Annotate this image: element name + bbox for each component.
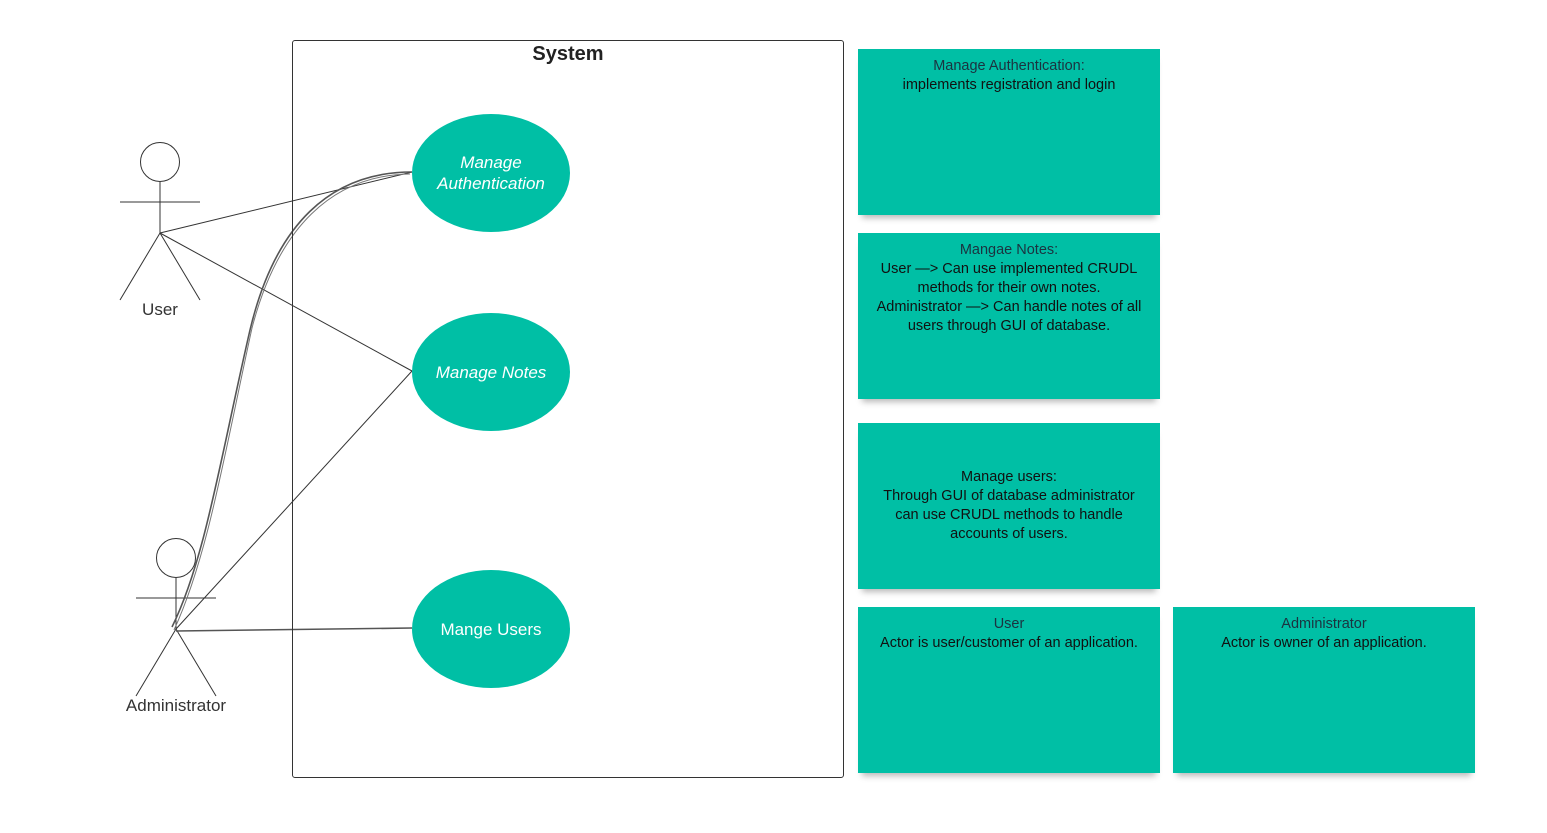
- use-case-manage-notes[interactable]: Manage Notes: [412, 313, 570, 431]
- note-title: Administrator: [1281, 616, 1367, 632]
- note-user-actor[interactable]: User Actor is user/customer of an applic…: [858, 607, 1160, 773]
- actor-label-administrator: Administrator: [125, 696, 227, 715]
- note-manage-notes[interactable]: Mangae Notes: User —> Can use implemente…: [858, 233, 1160, 399]
- note-manage-authentication[interactable]: Manage Authentication: implements regist…: [858, 49, 1160, 215]
- use-case-label: Manage Authentication: [437, 153, 545, 193]
- use-case-manage-authentication[interactable]: Manage Authentication: [412, 114, 570, 232]
- user-actor-right-leg: [159, 232, 201, 301]
- system-title: System: [532, 43, 604, 65]
- note-manage-users[interactable]: Manage users: Through GUI of database ad…: [858, 423, 1160, 589]
- note-title: User: [993, 616, 1025, 632]
- note-body: User —> Can use implemented CRUDL method…: [876, 261, 1142, 334]
- administrator-actor-left-leg: [135, 628, 177, 697]
- user-actor-head: [140, 142, 180, 182]
- administrator-actor-right-leg: [175, 628, 217, 697]
- note-body: Actor is user/customer of an application…: [880, 635, 1138, 651]
- note-title: Mangae Notes:: [959, 242, 1059, 258]
- note-body: implements registration and login: [902, 77, 1116, 93]
- association-admin-authentication-sketch: [173, 173, 411, 631]
- use-case-mange-users[interactable]: Mange Users: [412, 570, 570, 688]
- actor-label-user: User: [142, 300, 178, 319]
- user-actor-left-leg: [119, 232, 161, 301]
- association-admin-users[interactable]: [175, 627, 413, 632]
- note-body: Actor is owner of an application.: [1221, 635, 1427, 651]
- administrator-actor-figure[interactable]: [135, 538, 217, 697]
- administrator-actor-head: [156, 538, 196, 578]
- use-case-label: Manage Notes: [435, 362, 547, 382]
- association-user-authentication[interactable]: [159, 171, 413, 234]
- note-title: Manage Authentication:: [933, 58, 1085, 74]
- association-admin-notes[interactable]: [175, 370, 413, 630]
- note-body: Through GUI of database administrator ca…: [883, 488, 1135, 542]
- use-case-label: Mange Users: [440, 619, 542, 639]
- system-boundary[interactable]: [292, 40, 844, 778]
- note-administrator-actor[interactable]: Administrator Actor is owner of an appli…: [1173, 607, 1475, 773]
- association-user-notes[interactable]: [159, 232, 413, 372]
- association-admin-authentication[interactable]: [171, 171, 413, 628]
- note-title: Manage users:: [961, 469, 1057, 485]
- user-actor-figure[interactable]: [119, 142, 201, 301]
